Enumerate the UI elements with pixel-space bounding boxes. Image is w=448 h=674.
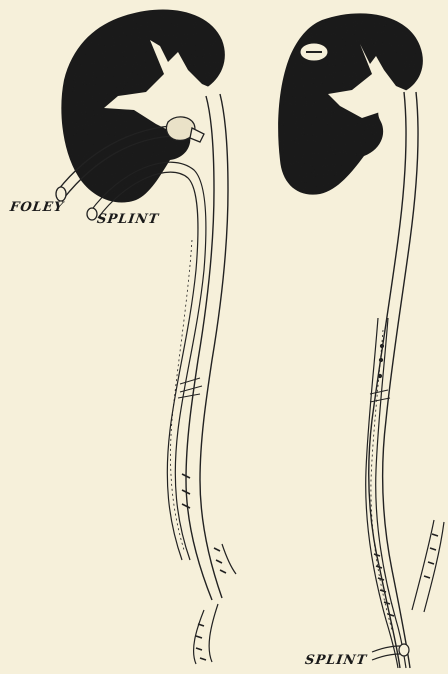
left-kidney: [61, 9, 225, 202]
right-splint-tube: [366, 318, 406, 668]
left-bladder-wall: [194, 544, 236, 664]
label-splint-left: SPLINT: [96, 212, 160, 227]
right-kidney: [278, 13, 423, 194]
right-bladder-wall: [412, 520, 444, 612]
label-splint-right: SPLINT: [304, 653, 368, 668]
left-anastomosis-sutures: [178, 378, 202, 508]
left-splint-opening: [87, 208, 97, 220]
right-splint-exit: [372, 644, 409, 660]
label-foley: FOLEY: [9, 200, 65, 215]
